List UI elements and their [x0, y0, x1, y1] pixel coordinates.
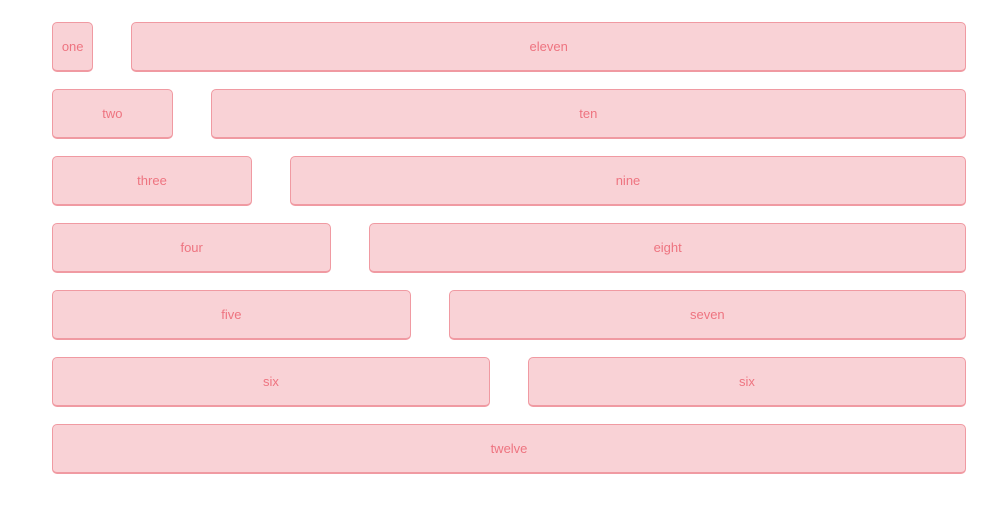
grid-item-seven: seven — [448, 290, 966, 340]
grid-item-eight: eight — [369, 223, 966, 273]
grid-item-nine: nine — [289, 156, 966, 206]
grid-item-five: five — [52, 290, 411, 340]
grid-item-four: four — [52, 223, 332, 273]
grid-item-two: two — [52, 89, 173, 139]
grid-container: one eleven two ten three nine four eight… — [52, 22, 966, 474]
grid-item-three: three — [52, 156, 252, 206]
grid-item-six-left: six — [52, 357, 490, 407]
grid-item-ten: ten — [210, 89, 966, 139]
grid-item-eleven: eleven — [131, 22, 966, 72]
grid-item-six-right: six — [527, 357, 966, 407]
grid-item-twelve: twelve — [52, 424, 966, 474]
grid-item-one: one — [52, 22, 94, 72]
